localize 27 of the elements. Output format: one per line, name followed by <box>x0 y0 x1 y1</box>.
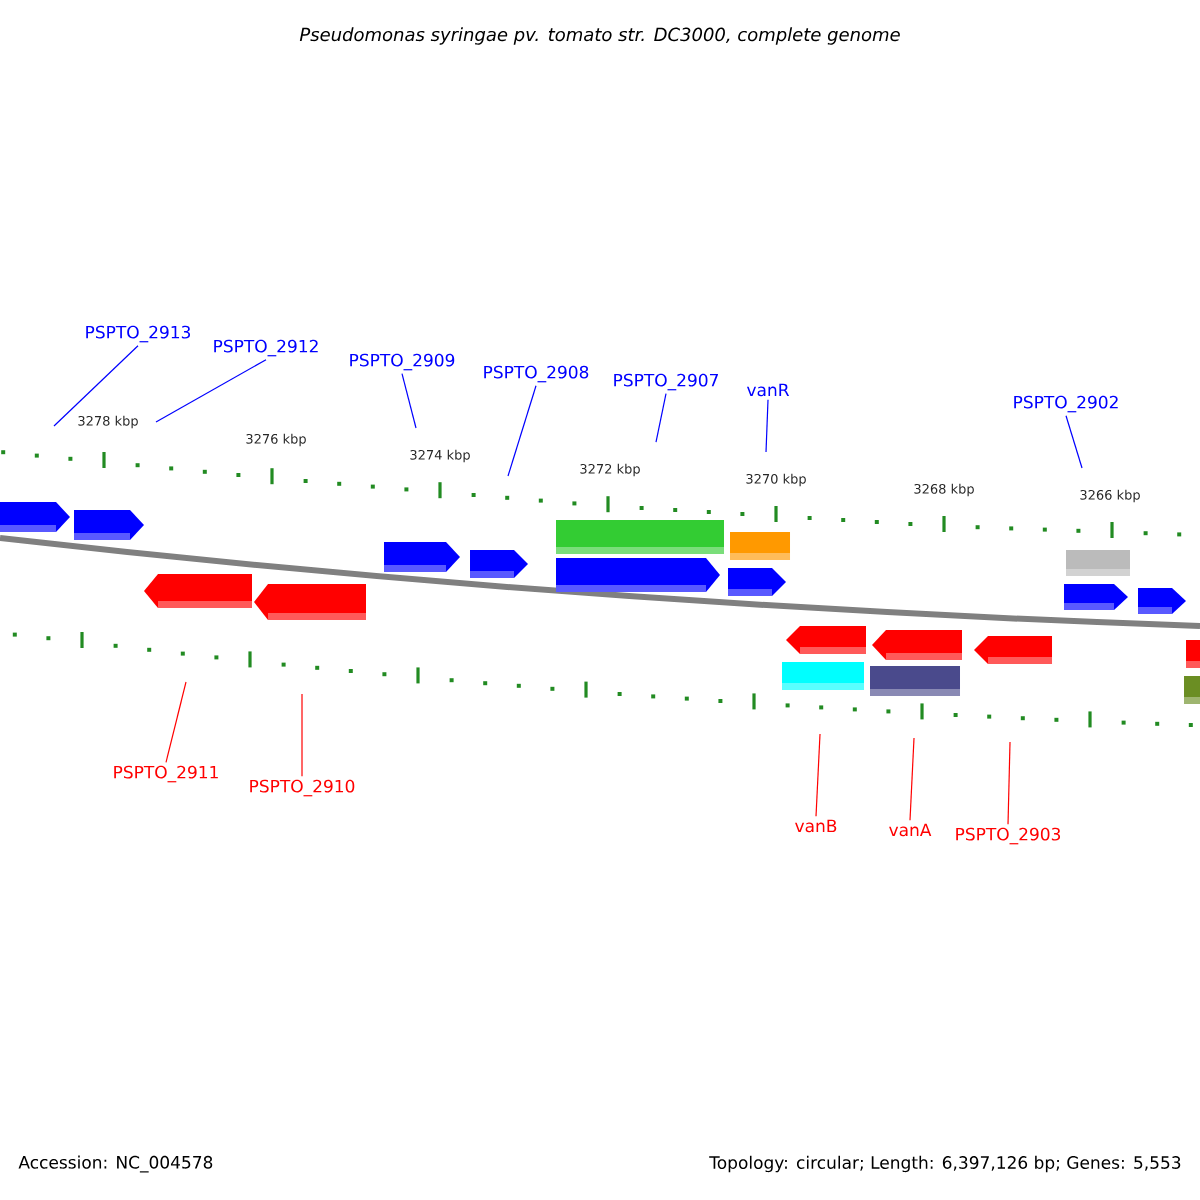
gene-label: PSPTO_2912 <box>214 339 318 357</box>
leader-line <box>507 385 537 477</box>
gene-label: PSPTO_2908 <box>484 365 589 383</box>
gene-label: PSPTO_2907 <box>614 373 718 391</box>
title: Pseudomonas syringae pv. tomato str. DC3000, complete genome <box>299 27 900 45</box>
gene-label: vanR <box>747 383 790 397</box>
gene-label: PSPTO_2911 <box>114 765 218 783</box>
leader-line <box>301 693 303 777</box>
gene-label: PSPTO_2902 <box>1014 395 1118 413</box>
gene-label: PSPTO_2910 <box>250 779 355 797</box>
footer-text: Topology: circular; Length: 6,397,126 bp; Genes: 5,553 <box>709 1155 1181 1173</box>
gene-label: vanA <box>889 823 932 837</box>
leader-line <box>165 681 187 763</box>
leader-line <box>765 399 769 453</box>
leader-line <box>815 733 821 817</box>
leader-line <box>401 373 417 429</box>
gene-label: PSPTO_2909 <box>350 353 455 371</box>
leader-line <box>1065 415 1083 469</box>
leader-line <box>655 393 667 443</box>
leader-line <box>1007 741 1011 825</box>
gene-label: PSPTO_2913 <box>86 325 191 343</box>
leader-line <box>155 359 267 423</box>
leader-line <box>53 345 139 427</box>
footer-text: Accession: NC_004578 <box>18 1155 213 1173</box>
gene-label: vanB <box>795 819 837 833</box>
leader-line <box>909 737 915 821</box>
gene-label: PSPTO_2903 <box>956 827 1061 845</box>
